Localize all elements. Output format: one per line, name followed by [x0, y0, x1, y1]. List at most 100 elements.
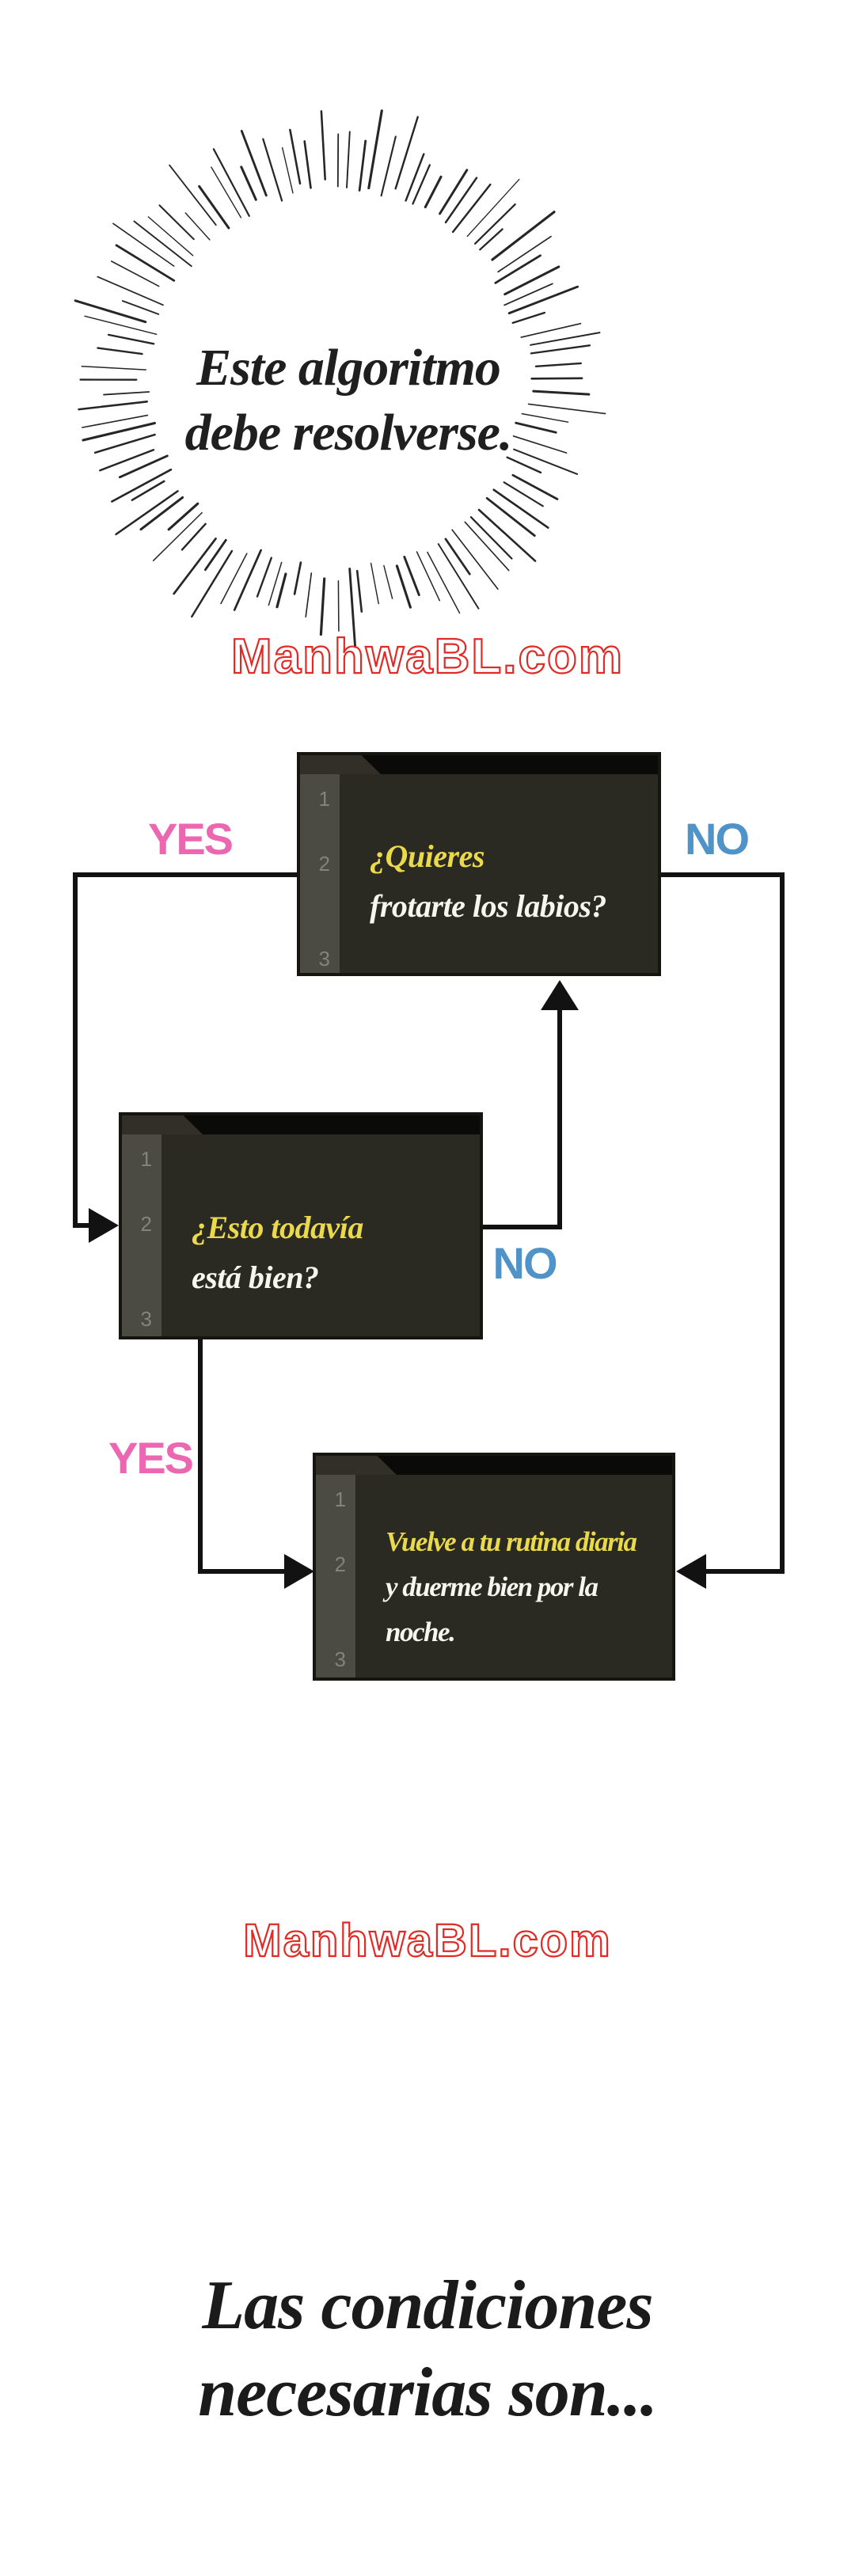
closing-caption-line2: necesarias son... [198, 2354, 658, 2431]
box-text-line: noche. [386, 1617, 456, 1647]
sunburst-ray [534, 362, 582, 367]
sunburst-ray [466, 178, 520, 237]
sunburst-ray [198, 184, 230, 230]
sunburst-ray [469, 516, 513, 560]
arrowhead-into-box3-left [284, 1554, 314, 1589]
sunburst-ray [74, 299, 147, 324]
editor-tab [122, 1115, 203, 1134]
box-text: ¿Quieres frotarte los labios? [340, 774, 658, 973]
sunburst-ray [504, 265, 560, 296]
line-number-gutter: 1 2 3 [300, 774, 340, 973]
closing-caption-line1: Las condiciones [202, 2267, 653, 2344]
sunburst-ray [367, 109, 383, 190]
sunburst-rays [74, 109, 606, 648]
connector-yes-top [73, 872, 301, 1228]
sunburst-ray [358, 139, 367, 192]
sunburst-ray [220, 553, 248, 605]
sunburst-ray [240, 165, 257, 201]
sunburst-ray [491, 211, 556, 261]
sunburst-ray [103, 391, 150, 396]
sunburst-ray [84, 315, 158, 335]
sunburst-ray [355, 569, 363, 613]
line-number: 3 [334, 1647, 346, 1671]
box-text-line: está bien? [192, 1260, 319, 1295]
sunburst-ray [520, 322, 582, 338]
sunburst-ray [305, 572, 313, 618]
sunburst-ray [427, 551, 461, 614]
line-number: 1 [334, 1487, 346, 1511]
sunburst-ray [233, 549, 262, 611]
sunburst-ray [395, 564, 412, 609]
line-number-gutter: 1 2 3 [316, 1475, 355, 1677]
sunburst-ray [444, 538, 471, 576]
sunburst-ray [403, 556, 420, 596]
sunburst-ray [97, 347, 143, 355]
editor-titlebar [122, 1115, 480, 1134]
sunburst-ray [405, 153, 425, 202]
sunburst-ray [473, 203, 516, 245]
sunburst-ray [99, 449, 155, 472]
editor-tab [316, 1456, 397, 1475]
sunburst-ray [527, 403, 606, 415]
editor-titlebar [300, 755, 658, 774]
sunburst-ray [412, 164, 431, 205]
sunburst-ray [346, 131, 351, 188]
sunburst-ray [167, 502, 200, 531]
sunburst-ray [81, 365, 147, 370]
closing-caption: Las condiciones necesarias son... [0, 2263, 855, 2437]
sunburst-ray [147, 216, 194, 256]
connector-no-top [657, 872, 785, 1574]
sunburst-ray [184, 212, 211, 241]
sunburst-ray [437, 543, 480, 610]
panel-title: Este algoritmo debe resolverse. [111, 336, 586, 465]
sunburst-ray [93, 433, 156, 454]
sunburst-ray [282, 146, 294, 194]
sunburst-ray [169, 164, 217, 226]
sunburst-ray [503, 481, 544, 507]
sunburst-ray [256, 557, 272, 598]
line-number: 1 [318, 787, 330, 811]
sunburst-ray [203, 538, 227, 572]
sunburst-ray [133, 220, 192, 268]
flowchart-box-question-1: 1 2 3 ¿Quieres frotarte los labios? [297, 752, 661, 976]
box-text-line: y duerme bien por la [386, 1571, 598, 1602]
sunburst-ray [512, 435, 568, 454]
sunburst-ray [532, 389, 591, 396]
box-text: Vuelve a tu rutina diaria y duerme bien … [355, 1475, 672, 1677]
sunburst-ray [380, 135, 397, 197]
sunburst-ray [121, 300, 160, 315]
sunburst-ray [416, 551, 441, 602]
sunburst-ray [211, 166, 242, 218]
line-number: 3 [318, 947, 330, 971]
sunburst-ray [82, 414, 149, 428]
editor-tab [300, 755, 381, 774]
line-number-gutter: 1 2 3 [122, 1134, 162, 1336]
sunburst-ray [530, 377, 583, 380]
sunburst-ray [262, 138, 283, 202]
watermark-manhwabl-top: ManhwaBL.com [230, 629, 624, 685]
line-number: 2 [318, 852, 330, 876]
sunburst-ray [511, 311, 546, 325]
arrowhead-into-box3-right [676, 1554, 706, 1589]
flowchart-box-answer: 1 2 3 Vuelve a tu rutina diaria y duerme… [313, 1453, 675, 1681]
box-text-line: ¿Esto todavía [192, 1210, 363, 1245]
sunburst-ray [504, 283, 553, 306]
sunburst-ray [97, 275, 164, 306]
sunburst-ray [485, 496, 536, 537]
sunburst-ray [479, 228, 504, 251]
sunburst-ray [180, 522, 207, 551]
sunburst-ray [337, 579, 340, 632]
sunburst-ray [506, 456, 542, 474]
arrowhead-into-box2 [89, 1208, 119, 1243]
connector-no-middle [480, 1007, 562, 1229]
sunburst-ray [530, 344, 591, 355]
arrowhead-into-box1-bottom [541, 980, 579, 1010]
line-number: 1 [140, 1147, 152, 1171]
editor-titlebar [316, 1456, 672, 1475]
sunburst-ray [394, 116, 419, 190]
sunburst-ray [82, 421, 156, 442]
sunburst-ray [112, 222, 175, 267]
box-text-line: frotarte los labios? [370, 888, 606, 924]
sunburst-ray [139, 496, 184, 531]
sunburst-ray [118, 454, 169, 479]
